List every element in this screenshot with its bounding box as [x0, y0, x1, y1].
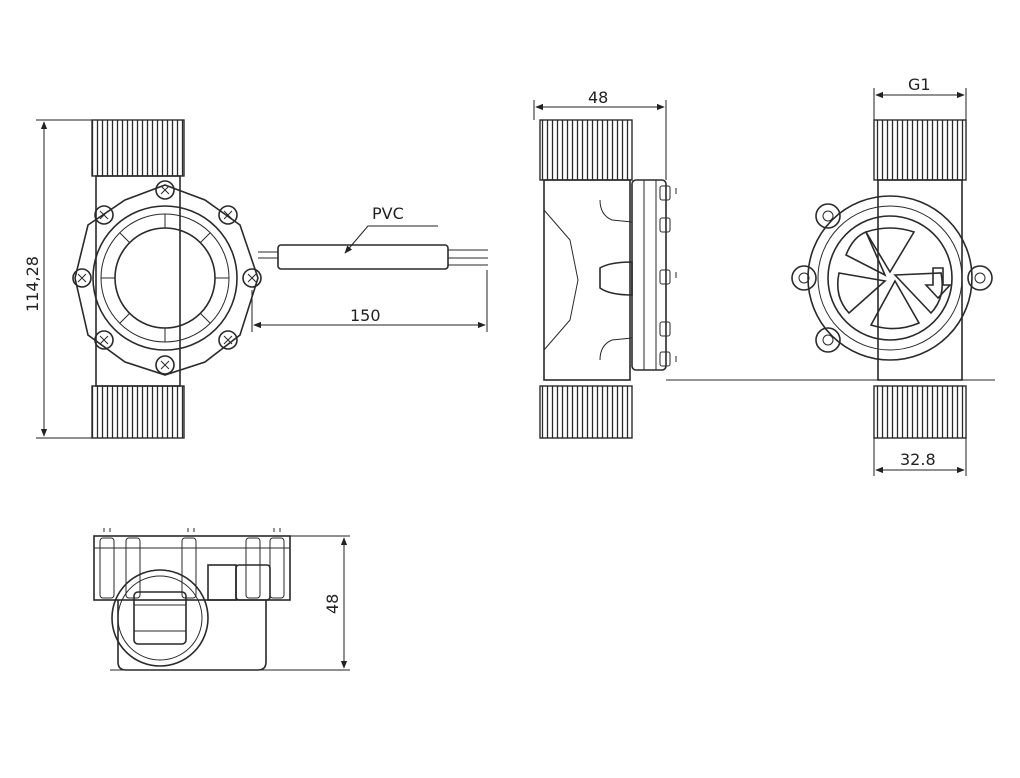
side-flange: [631, 179, 667, 371]
bottom-body: [117, 600, 267, 671]
thread-spec-dimension: G1: [908, 75, 931, 94]
flow-direction-arrow-icon: [924, 267, 952, 300]
front-cable: [258, 244, 488, 270]
rear-cover: [827, 215, 953, 341]
front-flange: [74, 184, 259, 376]
rear-cover-segments: [836, 227, 944, 330]
front-screws: [72, 180, 262, 375]
side-width-dimension: 48: [588, 88, 608, 107]
bottom-pipe-end: [111, 569, 209, 667]
cable-length-dimension: 150: [350, 306, 381, 325]
side-view: 48: [533, 88, 995, 439]
rear-view: G1 32.8: [791, 75, 993, 476]
bottom-height-dimension: 48: [323, 594, 342, 614]
thread-width-dimension: 32.8: [900, 450, 936, 469]
front-body: [95, 175, 181, 387]
bottom-top-block: [93, 535, 291, 601]
cable-material-label: PVC: [372, 204, 404, 223]
front-view: PVC 150 114,28: [23, 119, 488, 439]
bottom-view: 48: [93, 528, 350, 671]
front-height-dimension: 114,28: [23, 256, 42, 312]
side-body: [543, 179, 631, 381]
